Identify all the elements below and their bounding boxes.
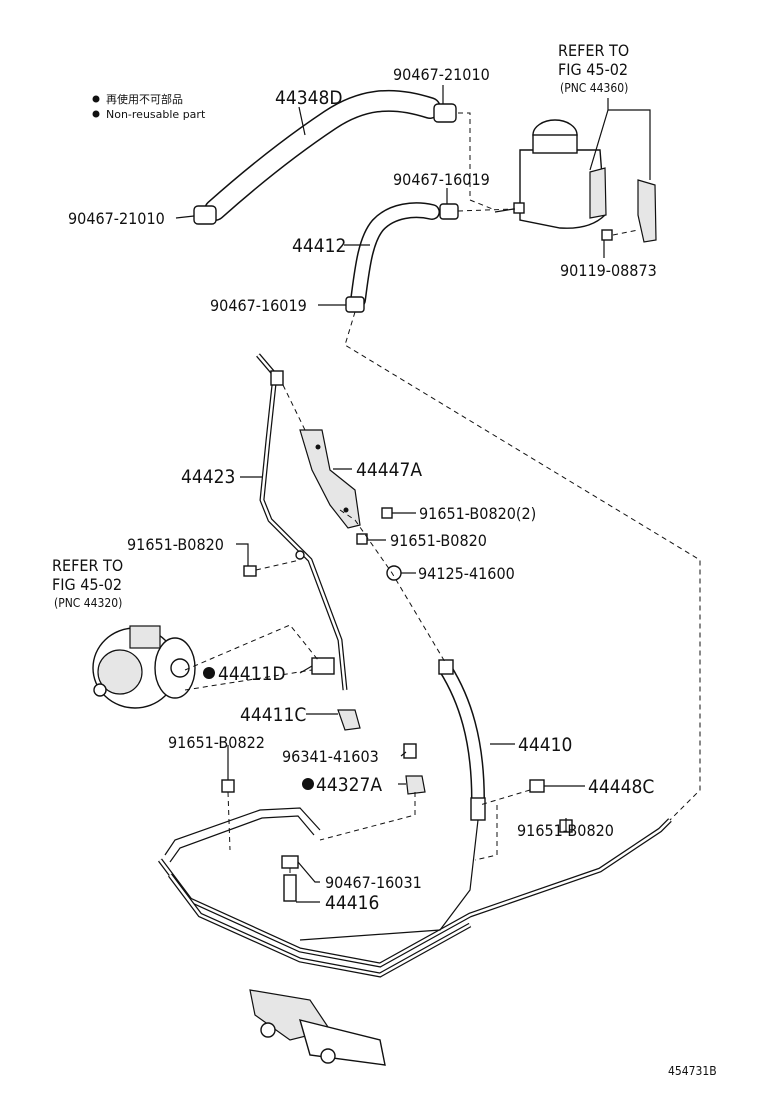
legend-en: Non-reusable part [106, 108, 206, 121]
label-44411D: 44411D [218, 663, 286, 685]
refer-reservoir: REFER TO FIG 45-02 (PNC 44360) [558, 41, 629, 95]
label-44423: 44423 [181, 466, 235, 488]
union-44411C [337, 709, 361, 731]
label-91651-B0820-a: 91651-B0820 [390, 531, 487, 550]
refer-pump-line1: REFER TO [52, 556, 123, 575]
refer-pump-line3: (PNC 44320) [54, 596, 122, 610]
label-91651-B0820-b: 91651-B0820 [127, 535, 224, 554]
hose-44410 [438, 659, 486, 821]
steering-gear [249, 989, 386, 1066]
legend-dot-icon [92, 95, 100, 103]
bolt-91651-B0820-b [243, 565, 257, 577]
label-90467-16031: 90467-16031 [325, 873, 422, 892]
refer-pump: REFER TO FIG 45-02 (PNC 44320) [52, 556, 123, 610]
part-labels: 44348D 90467-21010 90467-21010 90467-160… [68, 65, 657, 914]
bolt-91651-B0820-a [356, 533, 368, 545]
label-96341-41603: 96341-41603 [282, 747, 379, 766]
bolt-96341-41603 [403, 743, 417, 759]
clamp-44448C [529, 779, 545, 793]
label-44416: 44416 [325, 892, 379, 914]
nonreusable-dot-icon [203, 667, 215, 679]
clamp-44411D [311, 657, 335, 675]
label-90119-08873: 90119-08873 [560, 261, 657, 280]
pump [92, 625, 196, 709]
clamp-90467-16019-b [345, 296, 365, 313]
clamp-90467-21010-left [193, 205, 217, 225]
label-91651-B0820-c: 91651-B0820 [517, 821, 614, 840]
refer-reservoir-line3: (PNC 44360) [560, 81, 628, 95]
clamp-90467-16031 [281, 855, 299, 869]
label-44411C: 44411C [240, 704, 306, 726]
label-44348D: 44348D [275, 87, 343, 109]
legend: 再使用不可部品 Non-reusable part [92, 92, 206, 121]
label-44447A: 44447A [356, 459, 422, 481]
dashed-connectors [184, 112, 701, 875]
label-90467-16019-b: 90467-16019 [210, 296, 307, 315]
refer-pump-line2: FIG 45-02 [52, 575, 122, 594]
legend-jp: 再使用不可部品 [106, 92, 183, 106]
label-90467-16019-a: 90467-16019 [393, 170, 490, 189]
legend-dot-icon [92, 110, 100, 118]
bolt-90119-08873 [601, 229, 613, 241]
reservoir [494, 119, 657, 243]
clamp-44327A [405, 775, 426, 795]
bolt-91651-B0820-2 [381, 507, 393, 519]
bolt-91651-B0822 [221, 779, 235, 793]
label-94125-41600: 94125-41600 [418, 564, 515, 583]
label-44410: 44410 [518, 734, 572, 756]
nonreusable-dot-icon [302, 778, 314, 790]
hose-44412 [345, 202, 459, 313]
clamp-90467-16019-a [439, 203, 459, 220]
tube-44416 [283, 874, 297, 902]
refer-reservoir-line2: FIG 45-02 [558, 60, 628, 79]
diagram-id: 454731B [668, 1064, 717, 1078]
label-44448C: 44448C [588, 776, 654, 798]
label-90467-21010-top: 90467-21010 [393, 65, 490, 84]
tube-fitting-top [270, 370, 284, 386]
tube-44423 [256, 353, 348, 691]
label-44412: 44412 [292, 235, 346, 257]
return-lines [158, 743, 672, 978]
clamp-90467-21010-top [433, 103, 457, 123]
label-91651-B0820-2: 91651-B0820(2) [419, 504, 536, 523]
hose-44348D [193, 89, 457, 225]
reservoir-bracket [637, 179, 657, 243]
refer-reservoir-line1: REFER TO [558, 41, 629, 60]
label-44327A: 44327A [316, 774, 382, 796]
label-91651-B0822: 91651-B0822 [168, 733, 265, 752]
leader-lines [175, 85, 651, 903]
label-90467-21010-left: 90467-21010 [68, 209, 165, 228]
